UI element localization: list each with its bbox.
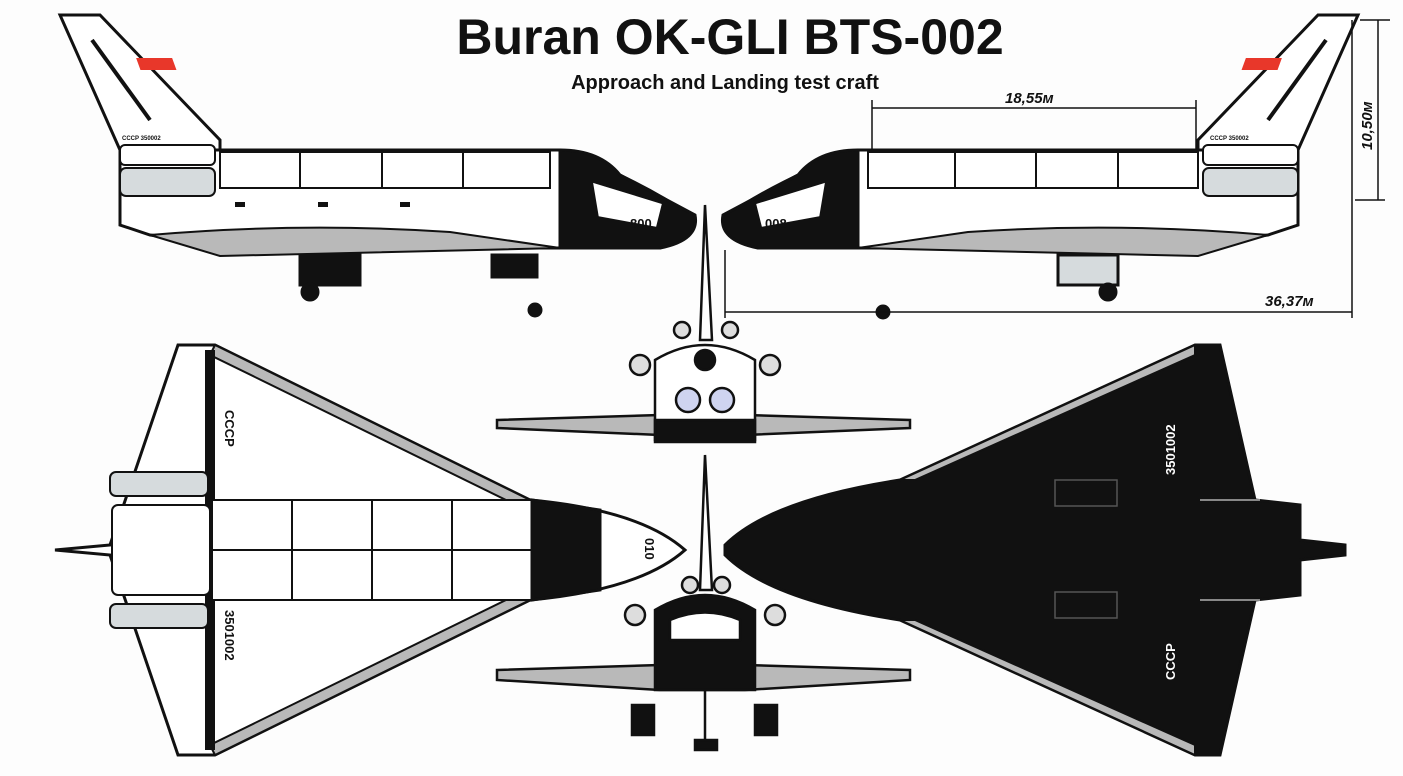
diagram-subtitle: Approach and Landing test craft <box>571 72 879 94</box>
rear-view <box>495 204 912 444</box>
vertical-tail <box>57 13 222 152</box>
tail-registration-right: СССР 350002 <box>1210 136 1249 142</box>
dimension-lines <box>724 19 1390 318</box>
side-number: 008 <box>765 216 787 231</box>
top-view <box>54 343 688 757</box>
flag-stripe <box>136 58 177 70</box>
top-country: СССР <box>222 410 237 447</box>
top-serial: 3501002 <box>222 610 237 661</box>
bottom-country: СССР <box>1163 643 1178 680</box>
front-view <box>495 454 912 752</box>
side-number: 800 <box>630 216 652 231</box>
top-nose-number: 010 <box>642 538 657 560</box>
dimension-height: 10,50м <box>1359 101 1376 150</box>
bottom-serial: 3501002 <box>1163 424 1178 475</box>
bottom-view <box>723 343 1347 757</box>
side-view-right <box>720 13 1361 320</box>
dimension-payload-bay: 18,55м <box>1005 90 1054 107</box>
tail-registration-left: СССР 350002 <box>122 136 161 142</box>
side-view-left: 800 <box>57 13 698 318</box>
diagram-title: Buran OK-GLI BTS-002 <box>456 9 1004 65</box>
dimension-length: 36,37м <box>1265 293 1314 310</box>
